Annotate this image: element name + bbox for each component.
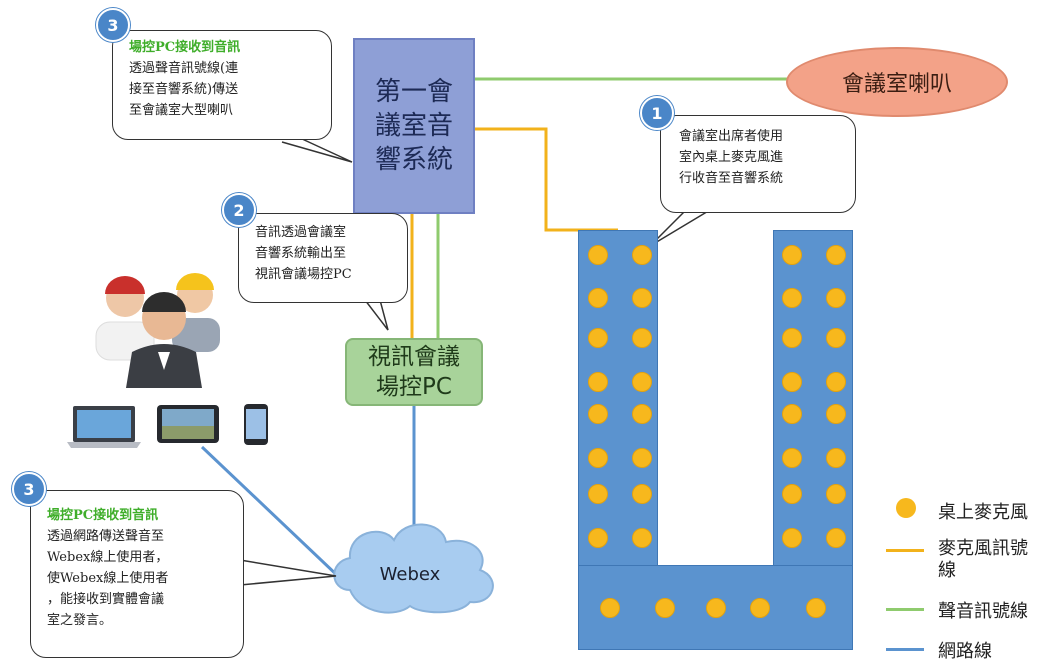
desk-microphone <box>632 288 652 308</box>
desk-microphone <box>782 245 802 265</box>
callout-line: 視訊會議場控PC <box>255 267 352 282</box>
legend-label: 桌上麥克風 <box>938 502 1028 523</box>
callout-tail-2 <box>364 299 389 331</box>
users-icon <box>95 273 220 388</box>
callout-audio-to-pc: 音訊透過會議室 音響系統輸出至 視訊會議場控PC <box>238 213 408 303</box>
network-line-users <box>200 445 342 580</box>
desk-microphone <box>826 328 846 348</box>
callout-mic-input: 會議室出席者使用 室內桌上麥克風進 行收音至音響系統 <box>660 115 856 213</box>
desk-microphone <box>826 404 846 424</box>
control-pc-label: 視訊會議場控PC <box>368 344 460 400</box>
callout-line: 室之發言。 <box>47 613 113 628</box>
desk-microphone <box>632 528 652 548</box>
desk-microphone <box>782 372 802 392</box>
tablet-icon <box>157 405 219 443</box>
legend-mic-dot <box>896 498 916 518</box>
desk-microphone <box>826 288 846 308</box>
desk-microphone <box>826 372 846 392</box>
desk-microphone <box>782 484 802 504</box>
desk-microphone <box>826 448 846 468</box>
speaker-box: 會議室喇叭 <box>786 47 1008 117</box>
desk-microphone <box>782 404 802 424</box>
callout-line: 透過網路傳送聲音至 <box>47 529 165 544</box>
callout-line: 至會議室大型喇叭 <box>129 103 234 118</box>
callout-title: 場控PC接收到音訊 <box>129 40 241 55</box>
callout-tail-3a <box>281 137 353 163</box>
callout-audio-to-speaker: 場控PC接收到音訊 透過聲音訊號線(連 接至音響系統)傳送 至會議室大型喇叭 <box>112 30 332 140</box>
desk-microphone <box>588 404 608 424</box>
legend-mic-line <box>886 549 924 552</box>
desk-microphone <box>588 372 608 392</box>
desk-microphone <box>750 598 770 618</box>
control-pc-box: 視訊會議場控PC <box>345 338 483 406</box>
legend-label: 網路線 <box>938 641 992 662</box>
desk-microphone <box>706 598 726 618</box>
phone-icon <box>244 404 268 445</box>
desk-microphone <box>782 528 802 548</box>
callout-line: 使Webex線上使用者 <box>47 571 169 586</box>
desk-microphone <box>632 484 652 504</box>
desk-microphone <box>588 245 608 265</box>
audio-system-label: 第一會議室音響系統 <box>374 77 453 175</box>
callout-line: 音響系統輸出至 <box>255 246 347 261</box>
callout-line: ，能接收到實體會議 <box>47 592 165 607</box>
desk-microphone <box>782 328 802 348</box>
legend-sound-line <box>886 608 924 611</box>
desk-microphone <box>588 328 608 348</box>
callout-line: 會議室出席者使用 <box>679 129 784 144</box>
callout-line: 音訊透過會議室 <box>255 225 347 240</box>
audio-system-box: 第一會議室音響系統 <box>353 38 475 214</box>
callout-line: 接至音響系統)傳送 <box>129 82 239 97</box>
webex-label: Webex <box>379 564 441 585</box>
desk-microphone <box>826 484 846 504</box>
desk-microphone <box>588 288 608 308</box>
callout-line: Webex線上使用者， <box>47 550 169 565</box>
desk-microphone <box>600 598 620 618</box>
step-badge: 1 <box>640 96 674 130</box>
speaker-label: 會議室喇叭 <box>841 72 952 97</box>
step-badge: 3 <box>96 8 130 42</box>
desk-microphone <box>588 448 608 468</box>
desk-microphone <box>632 328 652 348</box>
callout-line: 透過聲音訊號線(連 <box>129 61 239 76</box>
callout-pc-to-webex: 場控PC接收到音訊 透過網路傳送聲音至 Webex線上使用者， 使Webex線上… <box>30 490 244 658</box>
step-badge: 2 <box>222 193 256 227</box>
cloud-icon <box>333 523 494 614</box>
desk-microphone <box>655 598 675 618</box>
desk-microphone <box>806 598 826 618</box>
step-badge: 3 <box>12 472 46 506</box>
desk-microphone <box>588 528 608 548</box>
desk-microphone <box>632 404 652 424</box>
callout-line: 行收音至音響系統 <box>679 171 784 186</box>
callout-tail-3b <box>239 559 337 586</box>
laptop-icon <box>67 406 141 448</box>
desk-microphone <box>632 245 652 265</box>
legend-network-line <box>886 648 924 651</box>
legend-label: 聲音訊號線 <box>938 601 1028 622</box>
desk-microphone <box>782 288 802 308</box>
desk-microphone <box>826 528 846 548</box>
legend-label: 麥克風訊號線 <box>938 538 1028 581</box>
desk-microphone <box>588 484 608 504</box>
desk-microphone <box>826 245 846 265</box>
callout-title: 場控PC接收到音訊 <box>47 508 159 523</box>
mic-line-u <box>475 127 618 232</box>
desk-microphone <box>632 372 652 392</box>
desk-microphone <box>782 448 802 468</box>
callout-line: 室內桌上麥克風進 <box>679 150 784 165</box>
desk-microphone <box>632 448 652 468</box>
